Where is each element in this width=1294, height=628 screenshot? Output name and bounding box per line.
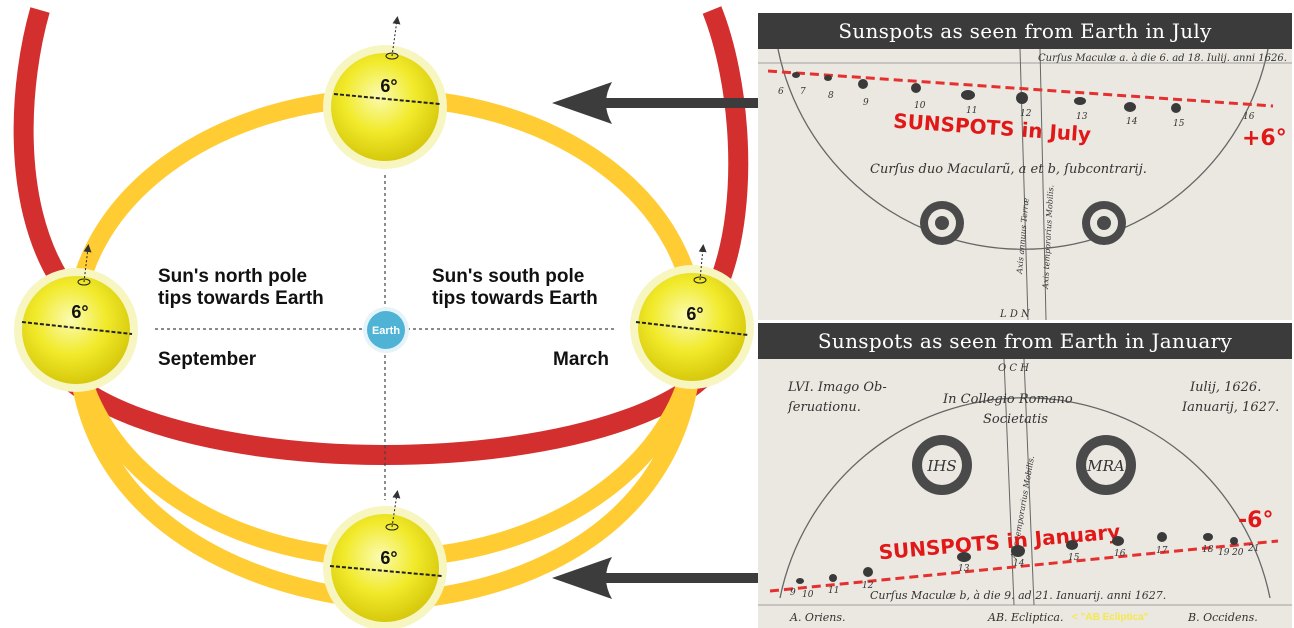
arrow-july — [552, 82, 760, 124]
january-panel: Sunspots as seen from Earth in January O… — [758, 323, 1292, 628]
january-spot-n16: 16 — [1114, 549, 1126, 559]
july-spot-n7: 7 — [800, 87, 806, 97]
july-spot-n6: 6 — [778, 87, 784, 97]
sun-top-tilt: 6° — [380, 76, 397, 96]
earth — [367, 311, 405, 349]
south-pole-text: Sun's south pole tips towards Earth — [432, 266, 598, 310]
january-header-left-1: LVI. Imago Ob- — [787, 380, 887, 395]
sun-equator-ring-arc-upper-right — [702, 6, 749, 284]
january-spot-n11: 11 — [828, 586, 839, 596]
mra-emblem-text: MRA — [1086, 457, 1125, 475]
july-spot-track — [767, 69, 1274, 108]
september-label: September — [158, 349, 257, 370]
july-spot-n8: 8 — [828, 91, 834, 101]
july-spot-n15: 15 — [1173, 119, 1185, 129]
sun-equator-ring-arc-upper — [13, 7, 69, 286]
north-pole-text: Sun's north pole tips towards Earth — [158, 266, 324, 310]
rose-emblem-right — [1082, 201, 1126, 245]
sun-right-tilt: 6° — [686, 304, 703, 324]
january-spot-n20: 20 — [1231, 548, 1244, 558]
july-spot-n10: 10 — [914, 101, 926, 111]
sun-left-tilt: 6° — [71, 302, 88, 322]
july-spot-n14: 14 — [1126, 117, 1138, 127]
july-panel: Sunspots as seen from Earth in July Curſ… — [758, 13, 1292, 320]
sun-top: 6° — [323, 16, 447, 169]
july-spot-n16: 16 — [1243, 112, 1255, 122]
july-plate: Curſus Maculæ a. à die 6. ad 18. Iulij. … — [758, 49, 1292, 320]
january-spot-n10: 10 — [802, 590, 814, 600]
january-panel-title: Sunspots as seen from Earth in January — [758, 323, 1292, 359]
sun-right: 6° — [630, 244, 754, 389]
january-header-center-1: In Collegio Romano — [942, 392, 1073, 407]
january-footer-note: < "AB Ecliptica" — [1072, 612, 1149, 623]
south-pole-line-1: Sun's south pole — [432, 266, 585, 287]
july-sunspots — [792, 72, 1181, 113]
january-spot-n12: 12 — [862, 581, 874, 591]
january-spot-n9: 9 — [790, 588, 796, 598]
january-footer-center: AB. Ecliptica. — [987, 611, 1063, 624]
january-spot-n18: 18 — [1202, 545, 1214, 555]
july-spot-n11: 11 — [966, 106, 977, 116]
march-label: March — [553, 349, 609, 370]
january-spot-n14: 14 — [1013, 559, 1025, 569]
sun-left: 6° — [14, 244, 138, 392]
ihs-emblem-text: IHS — [926, 457, 956, 475]
july-caption-top: Curſus Maculæ a. à die 6. ad 18. Iulij. … — [1038, 53, 1287, 64]
july-bottom-letters: L D N — [999, 309, 1031, 320]
january-header-right-1: Iulij, 1626. — [1189, 380, 1261, 395]
arrow-january — [552, 557, 760, 599]
january-spot-n21: 21 — [1247, 544, 1259, 554]
north-pole-line-1: Sun's north pole — [158, 266, 308, 287]
sun-bottom-tilt: 6° — [380, 548, 397, 568]
january-header-left-2: ſeruationu. — [787, 400, 861, 415]
january-header-center-2: Societatis — [983, 412, 1048, 427]
july-caption-mid: Curſus duo Macularũ, a et b, ſubcontrari… — [870, 162, 1147, 177]
july-panel-title: Sunspots as seen from Earth in July — [758, 13, 1292, 49]
january-spot-track — [769, 539, 1279, 593]
july-spot-n9: 9 — [863, 98, 869, 108]
july-angle: +6° — [1242, 126, 1287, 151]
january-sunspots — [796, 532, 1238, 584]
january-spot-n13: 13 — [958, 564, 970, 574]
january-footer-left: A. Oriens. — [789, 611, 845, 624]
january-spot-n15: 15 — [1068, 553, 1080, 563]
rose-emblem-left — [920, 201, 964, 245]
july-spot-n13: 13 — [1076, 112, 1088, 122]
mra-emblem: MRA — [1076, 435, 1136, 495]
january-caption-bottom: Curſus Maculæ b, à die 9. ad 21. Ianuari… — [870, 589, 1166, 602]
ihs-emblem: IHS — [912, 435, 972, 495]
sun-bottom: 6° — [323, 490, 447, 628]
january-plate: O C H LVI. Imago Ob- ſeruationu. In Coll… — [758, 359, 1292, 628]
january-footer-right: B. Occidens. — [1187, 611, 1258, 624]
south-pole-line-2: tips towards Earth — [432, 288, 598, 309]
earth-label: Earth — [372, 325, 400, 337]
january-header-right-2: Ianuarij, 1627. — [1181, 400, 1279, 415]
july-spot-n12: 12 — [1020, 109, 1032, 119]
january-angle: -6° — [1238, 508, 1273, 533]
north-pole-line-2: tips towards Earth — [158, 288, 324, 309]
january-spot-n17: 17 — [1156, 546, 1168, 556]
january-spot-n19: 19 — [1218, 548, 1230, 558]
orbit-diagram: Earth 6° 6° 6° 6° — [13, 6, 760, 628]
january-top-letters: O C H — [998, 363, 1029, 374]
